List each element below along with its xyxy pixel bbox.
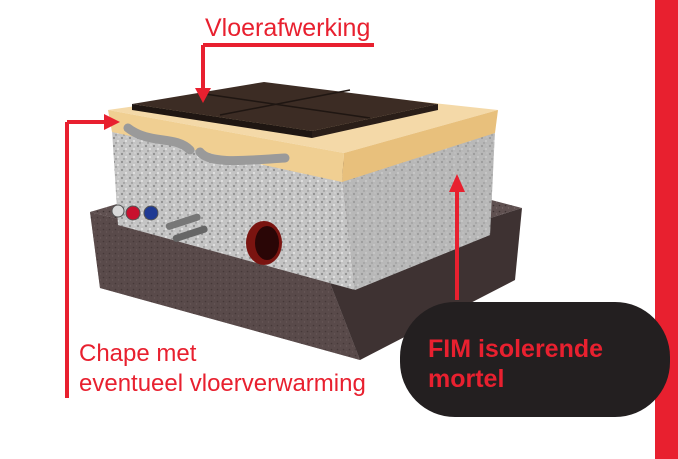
label-floor-finish: Vloerafwerking xyxy=(205,14,371,42)
label-screed-line2: eventueel vloerverwarming xyxy=(79,370,366,397)
label-fim-line2: mortel xyxy=(428,365,505,393)
pipe-ends xyxy=(111,204,282,265)
label-screed-line1: Chape met xyxy=(79,340,197,367)
label-fim-line1: FIM isolerende xyxy=(428,335,604,363)
floor-tiles xyxy=(132,82,438,138)
callout-arrows xyxy=(65,43,465,398)
fim-callout-box xyxy=(400,302,670,417)
